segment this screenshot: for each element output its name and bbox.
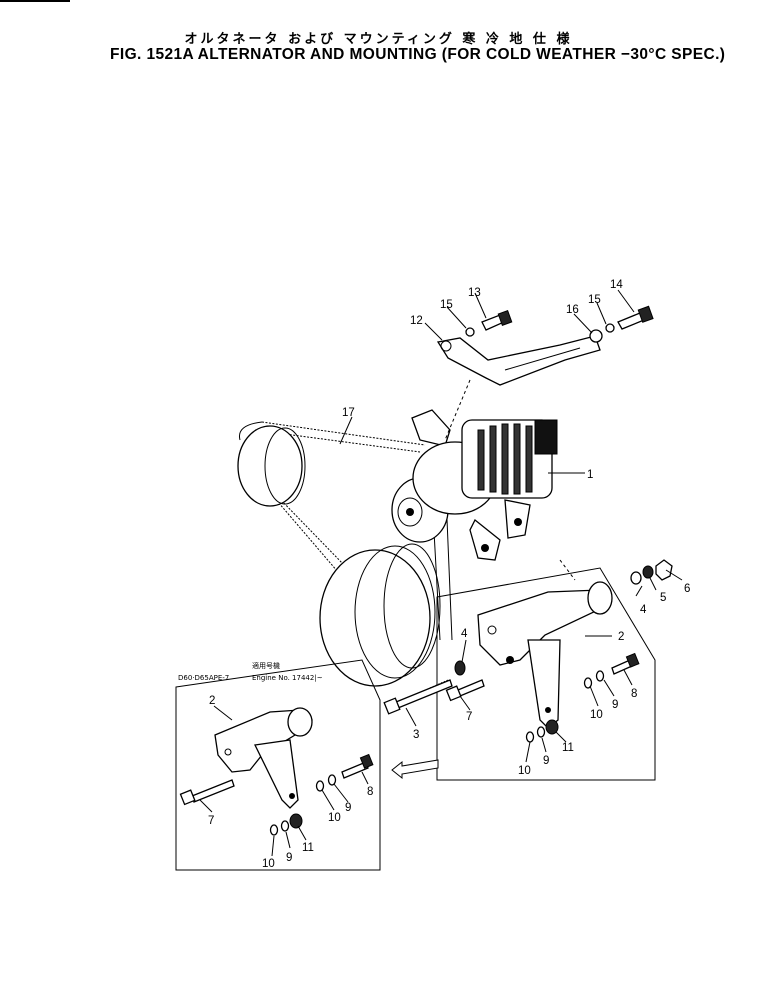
alternator [411,409,558,561]
nut-6 [630,559,673,585]
inset-nut-11 [269,813,303,836]
callout-6: 6 [684,583,690,595]
inset-bracket [214,707,313,809]
adjusting-bracket [436,335,601,441]
mounting-bracket [477,581,613,729]
callout-10-main-a: 10 [590,709,603,721]
figure-title: FIG. 1521A ALTERNATOR AND MOUNTING (FOR … [110,46,726,63]
callout-17: 17 [342,407,355,419]
callout-4-lower: 4 [640,604,647,616]
callout-10-inset-b: 10 [262,858,275,870]
title-japanese: オルタネータ および マウンティング 寒 冷 地 仕 様 [184,32,573,47]
callout-10-inset-a: 10 [328,812,341,824]
callout-10-main-b: 10 [518,765,531,777]
callout-8-inset: 8 [367,786,373,798]
main-bracket-box [436,559,656,781]
callout-9-inset-b: 9 [286,852,292,864]
callout-5: 5 [660,592,666,604]
callout-3: 3 [413,729,419,741]
callout-7-main: 7 [466,711,472,723]
bolt-14 [589,305,654,343]
inset-applicable-jp: 適用号機 [252,661,280,670]
callout-4-upper: 4 [461,628,468,640]
callout-11-main: 11 [562,742,574,754]
inset-model: D60·D65APE-7 [178,674,229,682]
nut-11 [525,719,559,743]
callout-15-a: 15 [440,299,453,311]
callout-1: 1 [587,469,593,481]
callout-12: 12 [410,315,423,327]
callout-9-main-b: 9 [543,755,549,767]
bolt-7 [445,679,485,702]
bolt-8 [583,652,640,689]
callout-2-inset: 2 [209,695,215,707]
inset-arrow [391,759,439,780]
callout-14: 14 [610,279,623,291]
bolt-3 [383,660,466,715]
inset-box [175,659,381,871]
inset-bolt-8 [315,753,374,792]
callout-7-inset: 7 [208,815,214,827]
callout-9-main-a: 9 [612,699,618,711]
inset-bolt-7 [179,779,235,806]
callout-labels: 1 2 2 3 4 4 5 6 7 7 8 8 9 9 9 9 10 10 10… [208,279,690,870]
callout-9-inset-a: 9 [345,802,351,814]
crank-pulley [319,543,441,687]
callout-15-b: 15 [588,294,601,306]
leader-lines [199,289,683,857]
callout-16: 16 [566,304,579,316]
callout-8-main: 8 [631,688,637,700]
corner-mark [0,0,70,2]
upper-pulley [237,425,306,507]
callout-2-main: 2 [618,631,624,643]
callout-11-inset: 11 [302,842,314,854]
inset-engine-no: Engine No. 17442|~ [252,674,323,682]
bolt-13 [465,310,513,337]
callout-13: 13 [468,287,481,299]
